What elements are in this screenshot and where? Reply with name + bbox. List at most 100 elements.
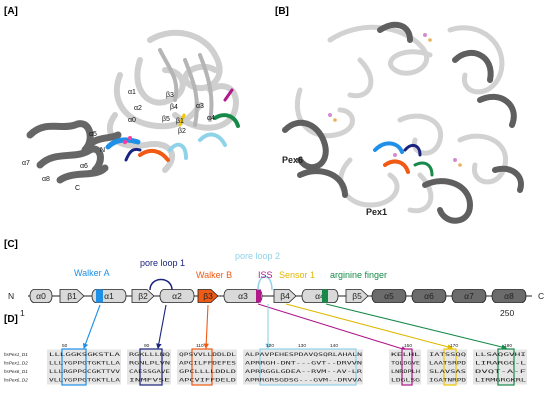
label-a-beta3: β3 [166,92,174,99]
element-label-4: α2 [172,291,182,301]
alignment-seq-2-3: APRRGGLGDEA--RVM--AV-LR [245,369,362,375]
alignment-seq-3-3: APRRGRSGDSG---GVM--DRVVA [245,378,362,384]
alignment-seq-2-6: DVQT-A-F [475,369,527,375]
arginine-finger-arrow [325,303,508,350]
alignment-seq-1-6: LIRARGG-L [475,361,526,367]
label-a-beta2: β2 [178,128,186,135]
walker-a-label: Walker A [74,268,110,278]
pore-loop-1-box [139,348,163,386]
strand-element-3 [131,289,155,303]
element-label-0: α0 [36,291,46,301]
alignment-seq-3-0: VLLYGPPGTGKTLLA [49,378,120,384]
strand-element-5 [197,289,219,303]
iss-label: ISS [258,270,273,280]
alignment-tick-1: 90 [144,343,150,349]
strand-element-7 [273,289,297,303]
alignment-seq-0-1: RGKLLLNQ [129,352,170,358]
alignment-seq-2-4: LNRDPLH [391,369,420,375]
alignment-block-1 [127,349,171,385]
alignment-tick-7: 170 [450,343,458,349]
iss-motif [256,289,261,303]
iss-arrow [257,303,408,352]
arginine-finger-box [497,348,515,386]
walker-b-arrow [203,304,209,350]
sensor-1-label: Sensor 1 [279,270,315,280]
label-a-alpha6: α6 [80,163,88,170]
alignment-seq-1-4: TQLDGVE [391,361,420,367]
alignment-seq-3-1: INMFVSE [129,378,170,384]
element-label-13: α8 [504,291,514,301]
element-label-3: β2 [138,291,148,301]
panel-label-a: [A] [4,6,18,17]
element-label-10: α5 [384,291,394,301]
alignment-tick-6: 150 [404,343,412,349]
alignment-seq-2-1: CAESSGAVE [129,369,170,375]
alignment-row-name-1: hsPex1_D2 [4,361,28,366]
walker-b-box [191,348,213,386]
arginine-finger-label: arginine finger [330,270,387,280]
c-terminus-label: C [538,291,544,301]
label-a-n-terminus: N [100,147,105,154]
panel-a-structure: α1 β3 β4 β5 β1 β2 α0 α2 α3 α4 α5 α7 α8 α… [22,29,240,192]
alignment-block-6 [473,349,527,385]
alignment-seq-3-2: APCVIFFDELD [179,378,236,384]
alignment-tick-3: 120 [266,343,274,349]
alignment-seq-3-4: LDGLSG [391,378,420,384]
panel-label-b: [B] [275,6,289,17]
label-a-beta5: β5 [162,116,170,123]
panel-label-c: [C] [4,239,18,250]
alignment-block-3 [243,349,363,385]
alignment-seq-1-1: RGNLPLVN [129,361,170,367]
alignment-row-name-2: hsPex6_D1 [4,369,28,374]
helix-element-6 [223,289,263,303]
alignment-seq-0-3: ALPAVPEHESPDAVQSQRLAHALN [245,352,362,358]
pore-loop-2-box [259,348,357,386]
label-a-beta4: β4 [170,104,178,111]
panel-b-structure: Pex6 Pex1 [282,21,524,224]
element-label-8: α4 [315,291,325,301]
label-a-alpha1: α1 [128,89,136,96]
alignment-tick-2: 110 [196,343,204,349]
alignment-seq-2-0: LLLRGPPGCGKTTVV [49,369,120,375]
alignment-block-4 [389,349,421,385]
pore-loop-2-label: pore loop 2 [235,251,280,261]
label-a-alpha2: α2 [134,105,142,112]
element-label-1: β1 [67,291,77,301]
alignment-seq-0-0: LLLGGKSGKSTLA [49,352,120,358]
alignment-seq-2-2: GPCLLLLDDLD [179,369,236,375]
strand-element-9 [345,289,369,303]
element-label-9: β5 [352,291,362,301]
alignment-seq-1-3: APRRGH-DNT---GVT--DRVVN [245,361,362,367]
n-terminus-label: N [8,291,14,301]
alignment-seq-1-2: APCILFFDEFES [179,361,236,367]
alignment-seq-0-6: LLSAQGVHI [475,352,526,358]
element-label-6: α3 [238,291,248,301]
pore-loop-1-label: pore loop 1 [140,258,185,268]
walker-b-label: Walker B [196,270,232,280]
label-a-alpha3: α3 [196,103,204,110]
pore-loop-1-arc [149,278,173,291]
residue-start-label: 1 [20,308,25,318]
alignment-seq-0-2: QPSVVLLDDLDL [179,352,236,358]
label-a-alpha5: α5 [89,131,97,138]
helix-element-13 [491,289,527,303]
helix-element-12 [451,289,487,303]
helix-element-11 [411,289,447,303]
alignment-tick-8: 180 [504,343,512,349]
alignment-seq-3-5: IGATNRPD [429,378,466,384]
sensor-1-box [443,348,457,386]
alignment-seq-3-6: LIRMGRGKRL [475,378,526,384]
alignment-seq-2-5: SLAVSAS [429,369,466,375]
alignment-seq-1-0: LLLYGPPGTGKTLLA [49,361,120,367]
residue-end-label: 250 [500,308,514,318]
alignment-row-name-3: hsPex6_D2 [4,378,28,383]
sensor-1-arrow [285,303,454,350]
alignment-block-2 [177,349,237,385]
label-a-c-terminus: C [75,185,80,192]
strand-element-1 [59,289,85,303]
alignment-block-5 [427,349,467,385]
element-label-7: β4 [280,291,290,301]
